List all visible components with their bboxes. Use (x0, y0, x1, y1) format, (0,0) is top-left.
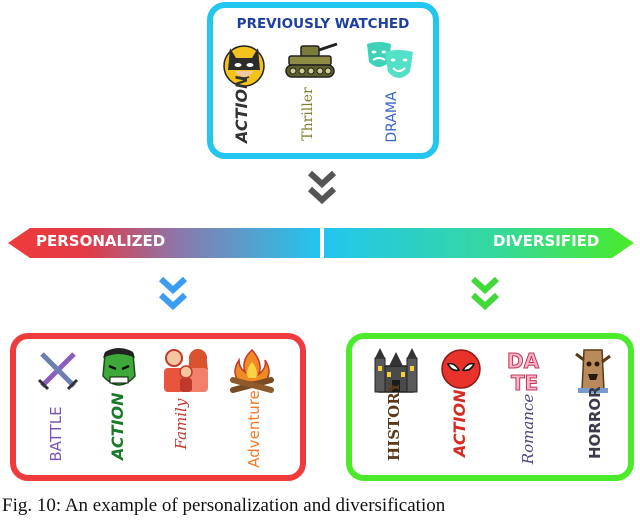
figure-caption: Fig. 10: An example of personalization a… (2, 495, 446, 516)
previously-watched-title: PREVIOUSLY WATCHED (236, 16, 410, 32)
chevron-down-icon (307, 170, 337, 210)
diversified-label: DIVERSIFIED (493, 232, 600, 250)
castle-icon (373, 346, 419, 394)
personalized-label-battle: BATTLE (47, 406, 65, 462)
chevron-down-icon (470, 276, 500, 316)
svg-text:DA: DA (507, 349, 540, 373)
diversified-label-romance: Romance (519, 393, 537, 465)
diversified-label-history: HISTORY (385, 382, 403, 461)
tree-monster-icon (574, 346, 612, 394)
spiderman-icon (440, 348, 482, 390)
crossed-swords-icon (36, 348, 80, 392)
personalized-label: PERSONALIZED (36, 232, 166, 250)
chevron-down-icon (158, 276, 188, 316)
campfire-icon (229, 346, 275, 394)
svg-text:TE: TE (511, 371, 538, 394)
diversified-label-action: ACTION (450, 389, 469, 458)
personalized-label-action: ACTION (108, 392, 127, 461)
hulk-icon (97, 346, 141, 394)
diversified-label-horror: HORROR (586, 386, 604, 459)
batman-icon (222, 40, 266, 88)
personalized-label-adventure: Adventure (245, 390, 263, 468)
tank-icon (283, 40, 339, 80)
theater-masks-icon (365, 38, 415, 86)
family-icon (160, 346, 212, 394)
personalized-label-family: Family (172, 398, 190, 450)
date-icon: DA TE (505, 346, 549, 395)
